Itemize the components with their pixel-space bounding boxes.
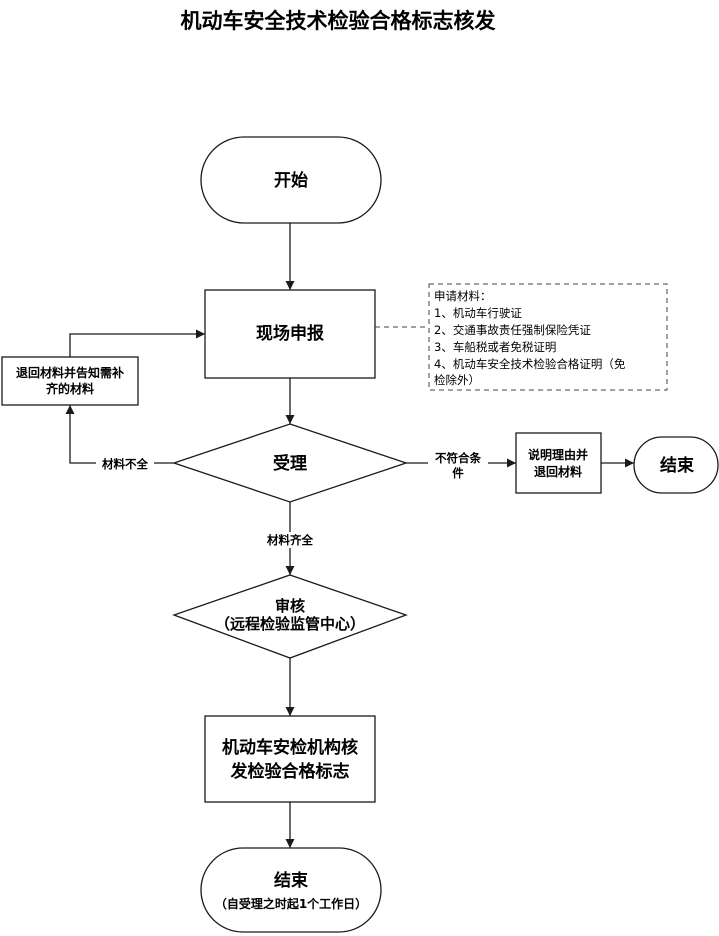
end-right-node: 结束 <box>633 436 719 494</box>
required-materials-note: 申请材料： 1、机动车行驶证 2、交通事故责任强制保险凭证 3、车船税或者免税证… <box>428 283 668 391</box>
start-label: 开始 <box>274 170 308 191</box>
issue-mark-label: 发检验合格标志 <box>230 761 350 782</box>
review-decision-label: 审核 <box>275 597 305 615</box>
review-decision-node: 审核 （远程检验监管中心） <box>172 574 408 659</box>
return-materials-label: 退回材料并告知需补 <box>16 365 124 380</box>
end-bottom-note: （自受理之时起1个工作日） <box>215 896 367 911</box>
return-materials-label: 齐的材料 <box>46 381 94 396</box>
issue-mark-node: 机动车安检机构核 发检验合格标志 <box>204 715 376 803</box>
accept-decision-node: 受理 <box>171 423 409 503</box>
edge-label-incomplete: 材料不全 <box>102 457 148 471</box>
onsite-application-label: 现场申报 <box>256 323 324 344</box>
note-item: 1、机动车行驶证 <box>434 306 522 320</box>
note-heading: 申请材料： <box>434 289 492 303</box>
return-materials-node: 退回材料并告知需补 齐的材料 <box>1 356 139 406</box>
note-item: 3、车船税或者免税证明 <box>434 340 556 354</box>
explain-return-node: 说明理由并 退回材料 <box>515 432 602 494</box>
diagram-title: 机动车安全技术检验合格标志核发 <box>181 9 497 33</box>
explain-return-label: 退回材料 <box>534 464 582 479</box>
start-node: 开始 <box>200 136 382 224</box>
review-decision-sublabel: （远程检验监管中心） <box>215 615 365 633</box>
note-item: 2、交通事故责任强制保险凭证 <box>434 323 591 337</box>
edge-label-complete: 材料齐全 <box>267 533 313 547</box>
end-bottom-node: 结束 （自受理之时起1个工作日） <box>200 847 382 933</box>
accept-decision-label: 受理 <box>273 453 307 474</box>
explain-return-label: 说明理由并 <box>528 447 588 462</box>
note-item-continuation: 检除外） <box>434 373 480 387</box>
edge-label-not-qualified: 件 <box>452 466 464 480</box>
arrow-return-to-onsite <box>69 329 205 357</box>
end-bottom-label: 结束 <box>274 870 308 891</box>
note-item: 4、机动车安全技术检验合格证明（免 <box>434 357 625 371</box>
end-right-label: 结束 <box>660 455 694 476</box>
issue-mark-label: 机动车安检机构核 <box>222 737 358 758</box>
onsite-application-node: 现场申报 <box>204 289 376 379</box>
edge-label-not-qualified: 不符合条 <box>435 451 481 465</box>
arrow-accept-to-return <box>65 405 174 464</box>
